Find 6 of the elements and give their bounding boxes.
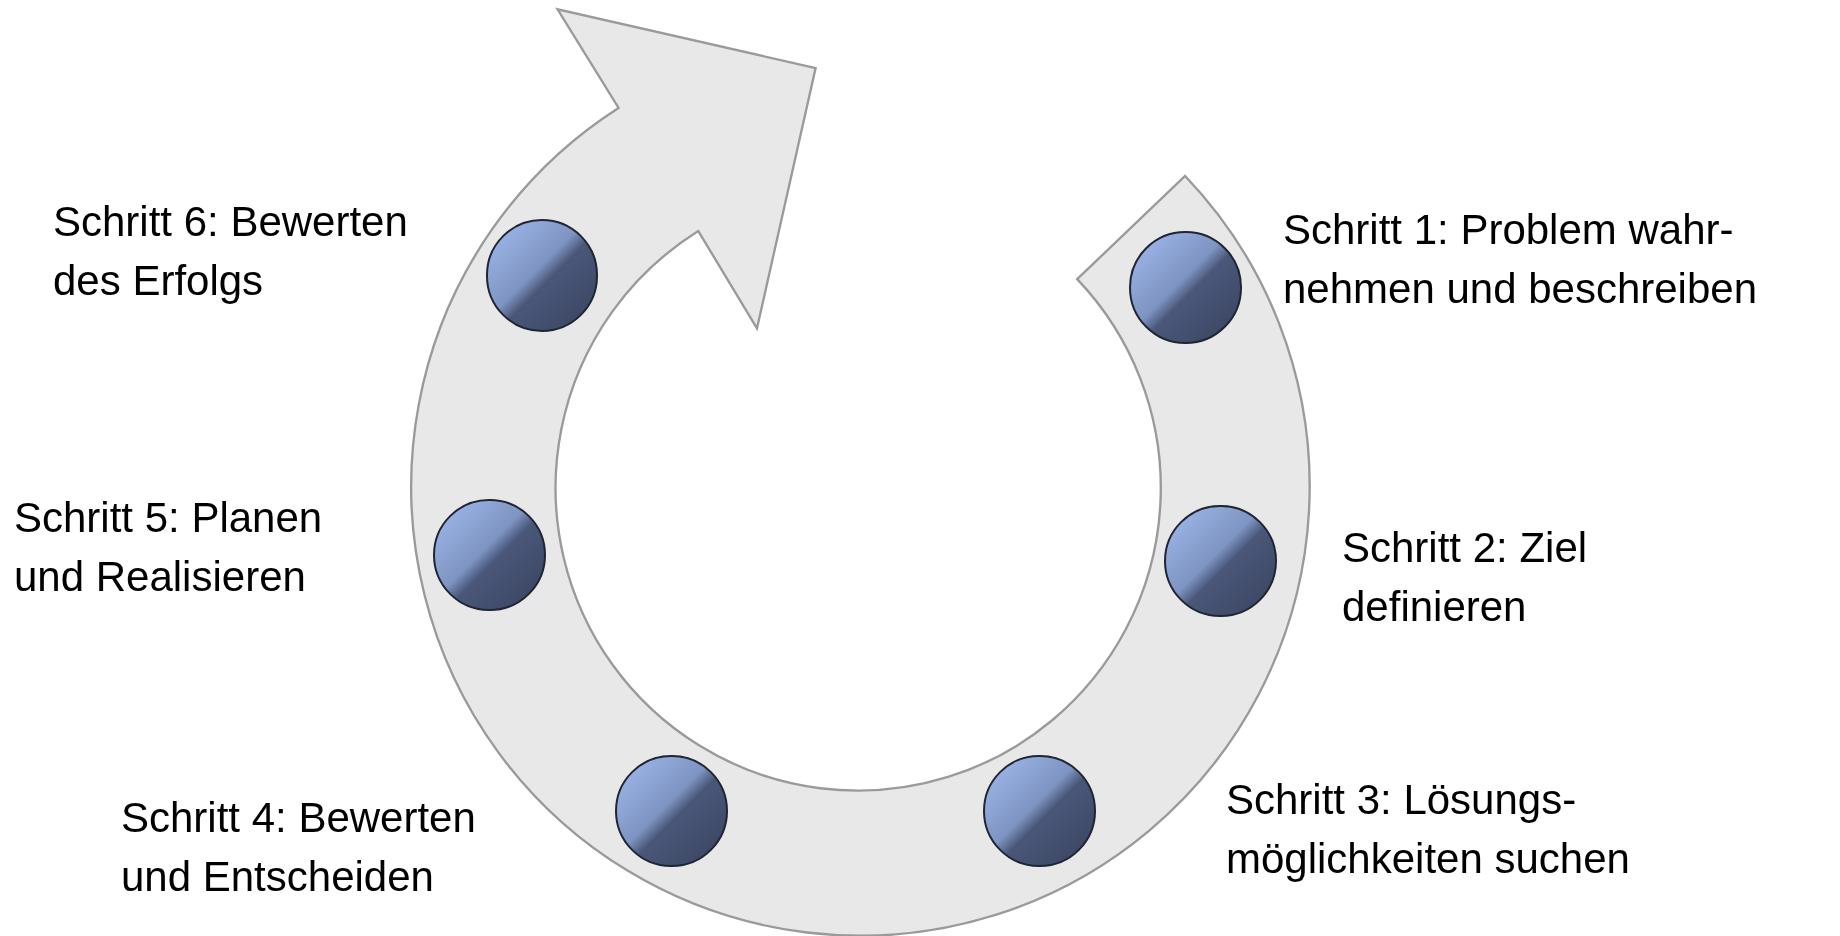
step-label: Schritt 6: Bewerten des Erfolgs (53, 197, 409, 306)
step-label: Schritt 4: Bewerten und Entscheiden (121, 793, 477, 902)
step-label: Schritt 3: Lösungs- möglichkeiten suchen (1226, 775, 1631, 884)
step-label: Schritt 5: Planen und Realisieren (14, 493, 324, 602)
step-label: Schritt 2: Ziel definieren (1342, 523, 1589, 632)
step-label: Schritt 1: Problem wahr- nehmen und beschreiben (1283, 205, 1759, 314)
